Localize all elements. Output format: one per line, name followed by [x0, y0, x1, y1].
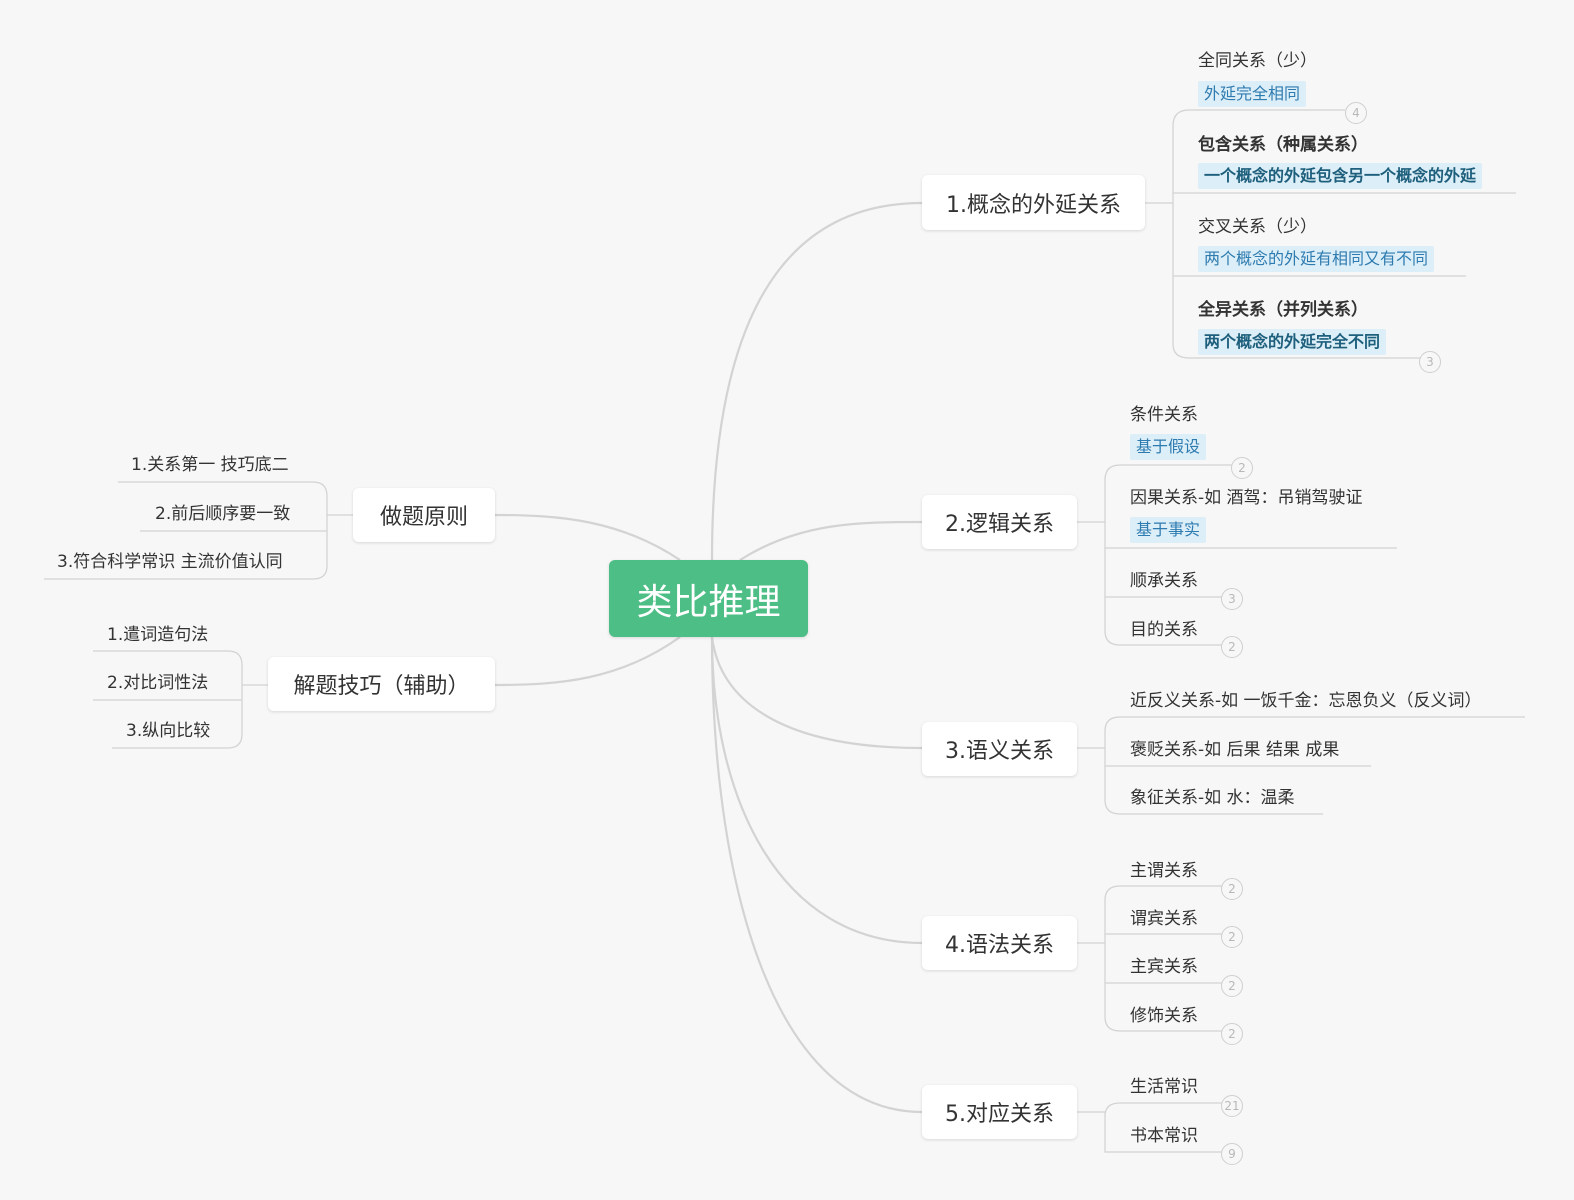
note-tag: 两个概念的外延完全不同: [1198, 329, 1387, 355]
subtopic-technique-1[interactable]: 1.遣词造句法: [107, 625, 209, 645]
subtopic-identity[interactable]: 全同关系（少）: [1198, 51, 1317, 71]
subtopic-condition[interactable]: 条件关系: [1130, 405, 1198, 425]
topic-concept-extension[interactable]: 1.概念的外延关系: [922, 175, 1145, 230]
subtopic-predicate-object[interactable]: 谓宾关系: [1130, 909, 1198, 929]
connector-central-l1: [494, 513, 681, 561]
note-tag: 基于事实: [1130, 517, 1207, 543]
connector-central-b3: [710, 636, 923, 750]
collapse-count-badge[interactable]: 2: [1221, 1023, 1243, 1045]
subtopic-disjoint[interactable]: 全异关系（并列关系）: [1198, 300, 1368, 320]
topic-logic-relation[interactable]: 2.逻辑关系: [922, 495, 1077, 549]
note-tag: 外延完全相同: [1198, 81, 1307, 107]
subtopic-symbolic[interactable]: 象征关系-如 水：温柔: [1130, 788, 1295, 808]
subtopic-commendatory[interactable]: 褒贬关系-如 后果 结果 成果: [1130, 740, 1340, 760]
subtopic-intersection[interactable]: 交叉关系（少）: [1198, 217, 1317, 237]
subtopic-principle-1[interactable]: 1.关系第一 技巧底二: [131, 455, 289, 475]
note-tag: 一个概念的外延包含另一个概念的外延: [1198, 163, 1483, 189]
collapse-count-badge[interactable]: 3: [1419, 351, 1441, 373]
collapse-count-badge[interactable]: 2: [1221, 926, 1243, 948]
collapse-count-badge[interactable]: 2: [1231, 457, 1253, 479]
subtopic-life-knowledge[interactable]: 生活常识: [1130, 1077, 1198, 1097]
connector-central-b2: [739, 520, 923, 561]
subtopic-inclusion[interactable]: 包含关系（种属关系）: [1198, 135, 1368, 155]
connector-central-l2: [494, 636, 681, 687]
subtopic-subject-predicate[interactable]: 主谓关系: [1130, 861, 1198, 881]
collapse-count-badge[interactable]: 2: [1221, 636, 1243, 658]
subtopic-modifier[interactable]: 修饰关系: [1130, 1006, 1198, 1026]
topic-techniques[interactable]: 解题技巧（辅助）: [268, 657, 495, 711]
subtopic-technique-3[interactable]: 3.纵向比较: [126, 721, 211, 741]
collapse-count-badge[interactable]: 2: [1221, 878, 1243, 900]
subtopic-sequence[interactable]: 顺承关系: [1130, 571, 1198, 591]
connector-central-b5: [710, 636, 923, 1114]
topic-principles[interactable]: 做题原则: [353, 488, 495, 542]
note-tag: 两个概念的外延有相同又有不同: [1198, 246, 1435, 272]
subtopic-principle-2[interactable]: 2.前后顺序要一致: [155, 504, 291, 524]
topic-semantic-relation[interactable]: 3.语义关系: [922, 722, 1077, 776]
subtopic-purpose[interactable]: 目的关系: [1130, 620, 1198, 640]
subtopic-synonym-antonym[interactable]: 近反义关系-如 一饭千金：忘恩负义（反义词）: [1130, 691, 1482, 711]
subtopic-principle-3[interactable]: 3.符合科学常识 主流价值认同: [57, 552, 283, 572]
topic-grammar-relation[interactable]: 4.语法关系: [922, 916, 1077, 970]
collapse-count-badge[interactable]: 21: [1221, 1095, 1243, 1117]
subtopic-book-knowledge[interactable]: 书本常识: [1130, 1126, 1198, 1146]
note-tag: 基于假设: [1130, 434, 1207, 460]
collapse-count-badge[interactable]: 9: [1221, 1143, 1243, 1165]
subtopic-subject-object[interactable]: 主宾关系: [1130, 957, 1198, 977]
topic-correspondence-relation[interactable]: 5.对应关系: [922, 1085, 1077, 1139]
connector-central-b4: [710, 636, 923, 945]
collapse-count-badge[interactable]: 4: [1345, 102, 1367, 124]
collapse-count-badge[interactable]: 3: [1221, 588, 1243, 610]
subtopic-causal[interactable]: 因果关系-如 酒驾：吊销驾驶证: [1130, 488, 1363, 508]
central-topic[interactable]: 类比推理: [609, 560, 808, 637]
subtopic-technique-2[interactable]: 2.对比词性法: [107, 673, 209, 693]
connector-central-b1: [710, 201, 923, 561]
collapse-count-badge[interactable]: 2: [1221, 975, 1243, 997]
